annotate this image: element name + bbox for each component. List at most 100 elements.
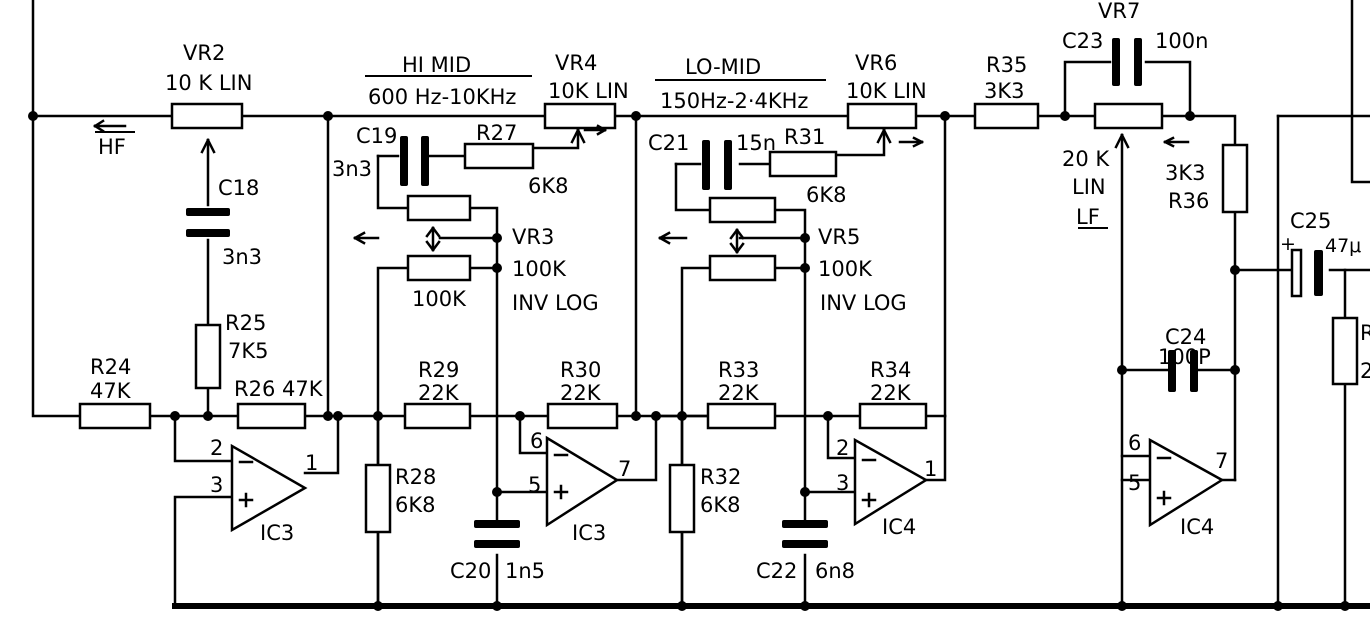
r25-body (194, 323, 222, 390)
c24-name: C24 (1165, 325, 1206, 349)
r36-body (1221, 143, 1249, 214)
c25-plate-right (1314, 250, 1323, 296)
resistors (78, 102, 1359, 534)
ic3a-pin1: 1 (305, 451, 318, 475)
vr2-track (170, 102, 244, 130)
r35-name: R35 (986, 53, 1027, 77)
junction-dots (28, 111, 1350, 611)
vr3-track-lower (406, 254, 472, 282)
c25-plus: + (1280, 233, 1296, 255)
ic3a-pin3: 3 (210, 473, 223, 497)
c25-name: C25 (1290, 209, 1331, 233)
himid-title: HI MID (402, 53, 471, 77)
vr5-name: VR5 (818, 225, 860, 249)
ic4a-pin1: 1 (924, 457, 937, 481)
ic3a-pin2: 2 (210, 436, 223, 460)
r27-body (463, 142, 535, 170)
c22-plate-top (782, 520, 828, 528)
c19-plate-left (400, 136, 408, 186)
r32-body (668, 463, 696, 534)
vr5-value: 100K (818, 257, 873, 281)
c21-plate-right (724, 140, 732, 190)
underlines (93, 75, 1108, 229)
vr6-track (846, 102, 918, 130)
ic3b-opamp (545, 435, 620, 528)
r28-body (364, 463, 392, 534)
c20-name: C20 (450, 559, 491, 583)
r31-value: 6K8 (806, 183, 847, 207)
vr3-inner-value: 100K (412, 287, 467, 311)
c25-value: 47μ (1325, 235, 1361, 257)
vr3-name: VR3 (512, 225, 554, 249)
vr3-track-upper (406, 194, 472, 222)
c19-name: C19 (356, 124, 397, 148)
vr5-track-lower (708, 254, 777, 282)
vr3-value: 100K (512, 257, 567, 281)
wires (31, 0, 1370, 609)
ic4b-label: IC4 (1180, 515, 1214, 539)
r34-body (858, 402, 928, 430)
r34-value: 22K (870, 381, 912, 405)
c20-plate-top (474, 520, 520, 528)
c19-value: 3n3 (332, 157, 372, 181)
r35-value: 3K3 (984, 79, 1025, 103)
vr2-name: VR2 (183, 41, 225, 65)
r33-value: 22K (718, 381, 760, 405)
r29-name: R29 (418, 358, 459, 382)
hf-label: HF (98, 135, 126, 159)
c23-name: C23 (1062, 29, 1103, 53)
vr5-track-upper (708, 196, 777, 224)
vr7-value: 20 K (1062, 147, 1110, 171)
c18-value: 3n3 (222, 245, 262, 269)
op-amps (230, 435, 1225, 533)
r30-name: R30 (560, 358, 601, 382)
r30-value: 22K (560, 381, 602, 405)
vr4-value: 10K LIN (548, 79, 629, 103)
ic3b-pin5: 5 (528, 473, 541, 497)
r32-value: 6K8 (700, 493, 741, 517)
r25-name: R25 (225, 311, 266, 335)
c21-name: C21 (648, 131, 689, 155)
c19-plate-right (421, 136, 429, 186)
ic3b-label: IC3 (572, 521, 606, 545)
r36-value: 3K3 (1165, 161, 1206, 185)
c23-plate-right (1134, 38, 1142, 86)
ic4b-pin6: 6 (1128, 431, 1141, 455)
c24-plate-left (1168, 350, 1176, 392)
labels: VR2 10 K LIN HF C18 3n3 R25 7K5 R24 47K … (90, 0, 1370, 583)
r33-body (706, 402, 777, 430)
r24-value: 47K (90, 379, 132, 403)
lf-label: LF (1076, 205, 1100, 229)
himid-range: 600 Hz-10KHz (368, 85, 516, 109)
r33-name: R33 (718, 358, 759, 382)
vr3-taper: INV LOG (512, 291, 599, 315)
vr4-track (543, 102, 617, 130)
edge-resistor-name: R (1360, 321, 1370, 345)
c20-value: 1n5 (505, 559, 545, 583)
r34-name: R34 (870, 358, 911, 382)
c22-name: C22 (756, 559, 797, 583)
vr5-taper: INV LOG (820, 291, 907, 315)
c21-plate-left (702, 140, 710, 190)
c18-name: C18 (218, 176, 259, 200)
r28-name: R28 (395, 465, 436, 489)
r24-body (78, 402, 152, 430)
lomid-title: LO-MID (685, 55, 761, 79)
edge-resistor-value: 2 (1360, 359, 1370, 383)
r-edge-body (1331, 316, 1359, 386)
ic3b-pin6: 6 (530, 429, 543, 453)
c24-value: 100P (1158, 345, 1211, 369)
ic3a-label: IC3 (260, 521, 294, 545)
r24-name: R24 (90, 355, 131, 379)
ic3a-opamp (230, 443, 308, 533)
r25-value: 7K5 (228, 339, 269, 363)
vr6-name: VR6 (855, 51, 897, 75)
r27-value: 6K8 (528, 174, 569, 198)
c18-plate-bottom (186, 229, 230, 237)
ic4a-pin2: 2 (836, 436, 849, 460)
c22-value: 6n8 (815, 559, 855, 583)
c22-plate-bottom (782, 540, 828, 548)
ic4b-pin7: 7 (1215, 449, 1228, 473)
r26-label: R26 47K (234, 377, 324, 401)
